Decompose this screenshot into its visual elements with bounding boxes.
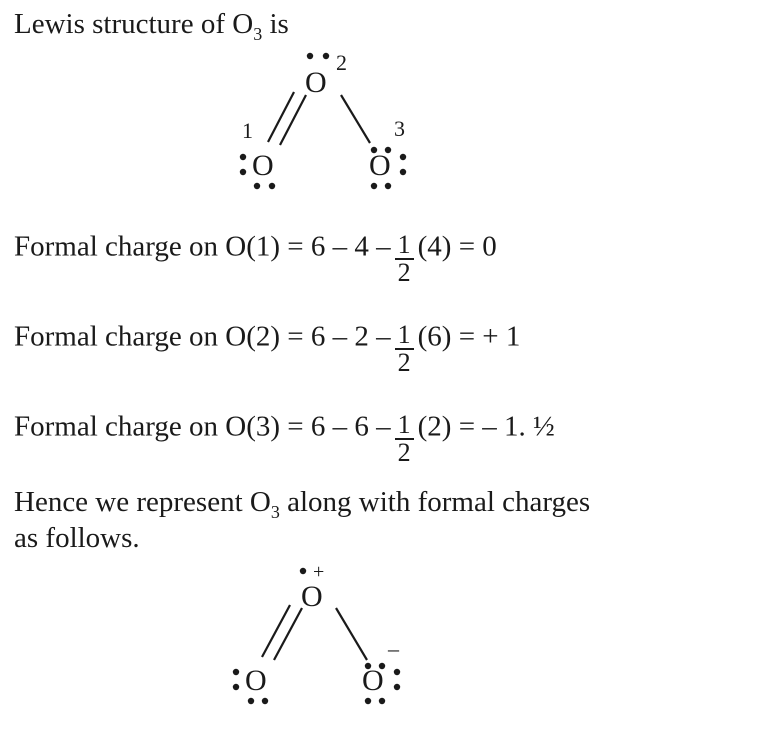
lone-pair-dot [232,668,240,676]
single-bond-line [335,607,368,661]
lone-pair-dot [232,683,240,691]
lone-pair-dot [261,697,269,705]
conclusion-prefix: Hence we represent O [14,486,271,518]
fraction-numerator: 1 [394,232,414,260]
conclusion-subscript: 3 [270,502,280,522]
left-oxygen-atom: O [245,664,267,697]
atom-label-3: 3 [394,116,405,141]
conclusion-line-2: as follows. [14,524,140,553]
lone-pair-dot [399,153,407,161]
lone-pair-dot [384,182,392,190]
title-line: Lewis structure of O3 is [14,8,289,44]
formal-charge-lhs: Formal charge on O(1) = 6 – 4 – [14,230,391,263]
lone-pair-dot [378,662,386,670]
lone-pair-dot [393,683,401,691]
formal-charge-rhs: (4) = 0 [417,230,497,263]
atom-label-2: 2 [336,50,347,75]
formal-charge-lhs: Formal charge on O(3) = 6 – 6 – [14,410,391,443]
lone-pair-dot [253,182,261,190]
lone-pair-dot [364,662,372,670]
lone-pair-dot [399,168,407,176]
lone-pair-dot [378,697,386,705]
right-oxygen-atom: O [362,664,384,697]
left-oxygen-atom: O [252,149,274,182]
lone-pair-dot [384,146,392,154]
double-bond-line [267,91,295,143]
single-bond-line [340,94,371,144]
title-prefix: Lewis structure of O [14,8,254,40]
central-oxygen-atom: O [301,580,323,613]
formal-charge-lhs: Formal charge on O(2) = 6 – 2 – [14,320,391,353]
fraction-denominator: 2 [397,438,411,467]
double-bond-line [273,607,303,661]
lone-pair-dot [322,52,330,60]
conclusion-line-2-text: as follows. [14,522,140,554]
lone-pair-dot [393,668,401,676]
formal-charge-rhs: (6) = + 1 [417,320,521,353]
lone-pair-dot [306,52,314,60]
double-bond-line [261,604,291,658]
lone-pair-dot [370,182,378,190]
fraction-numerator: 1 [394,322,414,350]
lone-pair-dot [247,697,255,705]
lone-pair-dot [268,182,276,190]
fraction-denominator: 2 [397,258,411,287]
formal-charge-rhs: (2) = – 1. ½ [417,410,555,443]
title-suffix: is [262,8,289,40]
lone-pair-dot [364,697,372,705]
lone-pair-dot [239,153,247,161]
lone-pair-dot [299,567,307,575]
atom-label-1: 1 [242,118,253,143]
right-oxygen-atom: O [369,149,391,182]
minus-charge: – [387,636,400,661]
conclusion-line-1: Hence we represent O3 along with formal … [14,486,591,522]
title-subscript: 3 [253,24,263,44]
lone-pair-dot [370,146,378,154]
plus-charge: + [313,561,324,583]
lone-pair-dot [239,168,247,176]
fraction-numerator: 1 [394,412,414,440]
double-bond-line [279,94,307,146]
conclusion-suffix: along with formal charges [279,486,591,518]
fraction-denominator: 2 [397,348,411,377]
central-oxygen-atom: O [305,66,327,99]
